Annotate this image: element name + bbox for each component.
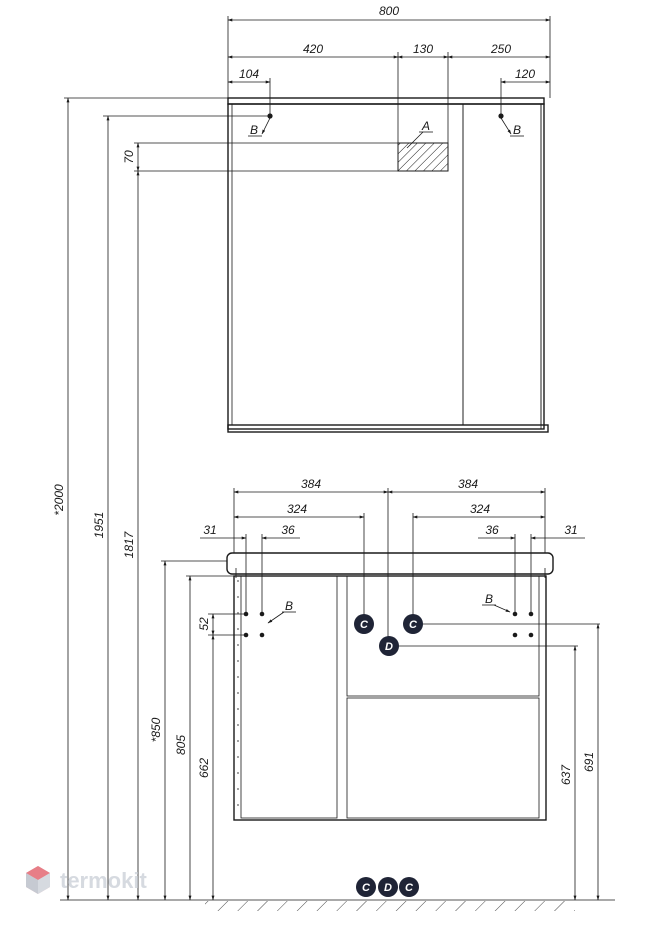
side-shelf-panel [462, 103, 542, 426]
dim-2000: *2000 [52, 484, 66, 516]
dim-31-right: 31 [564, 523, 577, 537]
dim-36-right: 36 [485, 523, 499, 537]
washbasin-top [226, 552, 554, 575]
dim-324-left: 324 [287, 502, 307, 516]
svg-text:C: C [360, 619, 369, 631]
dim-800: 800 [379, 4, 399, 18]
dim-31-left: 31 [203, 523, 216, 537]
dim-805: 805 [174, 735, 188, 755]
dim-1817: 1817 [122, 530, 136, 558]
upper-drawer [346, 575, 540, 697]
floor-hatch [205, 901, 575, 911]
dim-691: 691 [582, 752, 596, 772]
floor-badge-c-right [399, 877, 419, 897]
vertical-dimensions-left: *2000 1951 1817 70 *850 805 662 52 [52, 97, 398, 901]
dim-850: *850 [149, 717, 163, 742]
lower-drawer [346, 697, 540, 819]
hexagon-cube-icon [26, 866, 50, 894]
cabinet-top-edge [227, 97, 545, 105]
svg-text:C: C [362, 882, 371, 894]
dim-104: 104 [239, 67, 259, 81]
dim-120: 120 [515, 67, 535, 81]
badge-c-left [354, 614, 374, 634]
vanity-unit [226, 552, 554, 821]
dim-130: 130 [413, 42, 433, 56]
zone-a-hatch [397, 142, 449, 172]
dim-1951: 1951 [92, 512, 106, 539]
badge-c-right [403, 614, 423, 634]
pipe-badges: C C D [354, 614, 600, 656]
cabinet-bottom-shelf [227, 424, 549, 433]
svg-text:D: D [384, 882, 392, 894]
bottom-labels: B B [267, 592, 511, 624]
label-b-bottom-right: B [485, 592, 493, 606]
dim-250: 250 [490, 42, 511, 56]
cabinet-body [227, 103, 545, 430]
dim-637: 637 [559, 764, 573, 785]
dim-384-left: 384 [301, 477, 321, 491]
dim-662: 662 [197, 758, 211, 778]
left-door [240, 575, 338, 819]
top-horizontal-dimensions: 800 420 130 250 104 120 [227, 4, 551, 143]
vertical-dimensions-right: 637 691 [559, 623, 600, 901]
floor-badge-c-left [356, 877, 376, 897]
label-b-top-right: B [513, 123, 521, 137]
dim-384-right: 384 [458, 477, 478, 491]
svg-text:C: C [405, 882, 414, 894]
floor-line [60, 899, 615, 911]
mirror-cabinet [227, 97, 549, 433]
top-labels: A B B [248, 117, 524, 149]
termokit-logo: termokit [26, 866, 147, 894]
dim-36-left: 36 [281, 523, 295, 537]
logo-text: termokit [60, 868, 147, 893]
bottom-horizontal-dimensions: 384 384 324 324 31 36 36 31 [200, 477, 585, 640]
dim-70: 70 [122, 150, 136, 164]
floor-badges: C D C [356, 877, 419, 897]
label-a: A [421, 119, 430, 133]
floor-badge-d [378, 877, 398, 897]
badge-d [379, 636, 399, 656]
label-b-top-left: B [250, 123, 258, 137]
label-b-bottom-left: B [285, 599, 293, 613]
svg-text:C: C [409, 619, 418, 631]
dim-52: 52 [197, 617, 211, 631]
dim-420: 420 [303, 42, 323, 56]
svg-text:D: D [385, 641, 393, 653]
dim-324-right: 324 [470, 502, 490, 516]
